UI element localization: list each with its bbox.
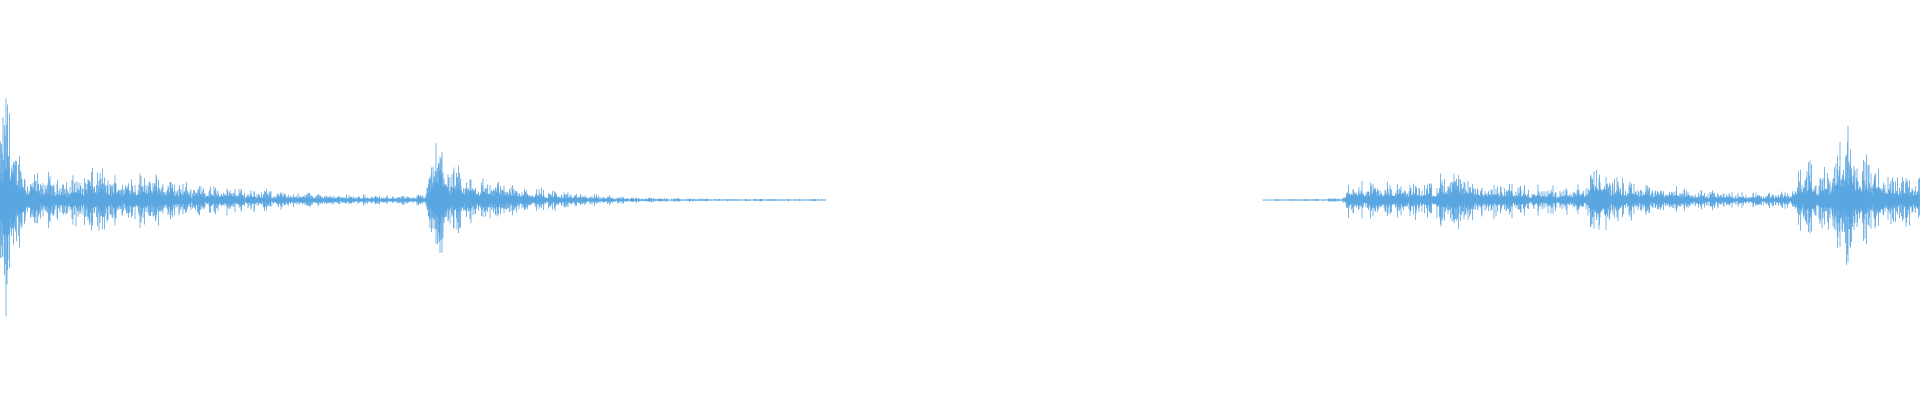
audio-region-right [1262, 125, 1920, 266]
waveform-trace [0, 98, 826, 317]
audio-region-left [0, 98, 826, 317]
waveform-trace [1262, 125, 1920, 266]
